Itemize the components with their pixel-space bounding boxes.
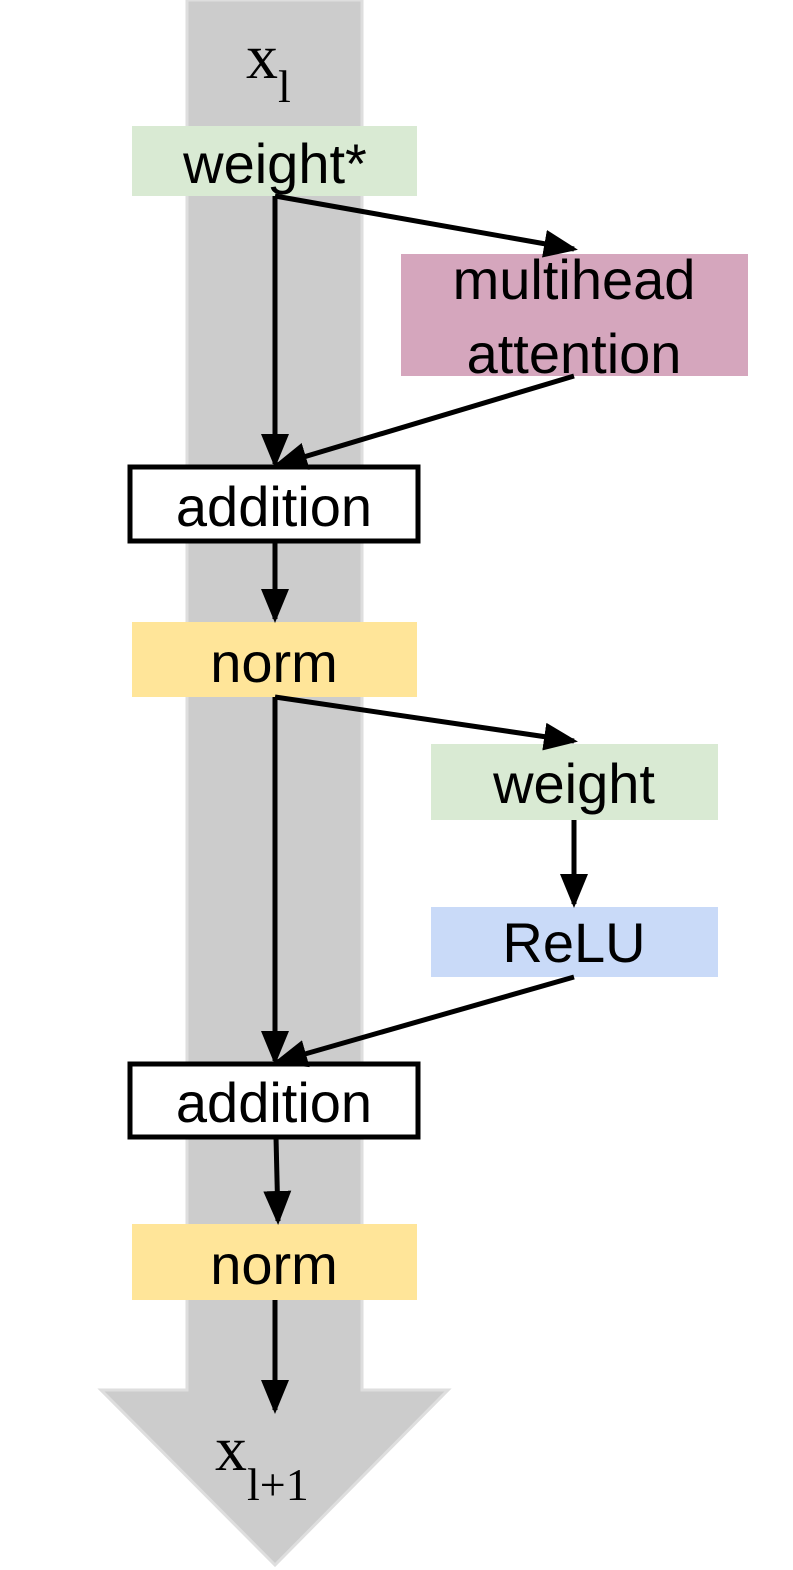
node-multihead-attention: multihead attention (401, 248, 748, 385)
node-relu-label: ReLU (502, 911, 645, 974)
node-weight-star-label: weight* (182, 132, 367, 195)
node-norm-2-label: norm (210, 1233, 338, 1296)
node-multihead-attention-line2: attention (467, 322, 682, 385)
edge-norm-1-to-weight (274, 694, 578, 751)
input-label-sub: l (278, 61, 291, 112)
node-norm-1-label: norm (210, 631, 338, 694)
node-norm-1: norm (132, 622, 417, 697)
edge-relu-to-addition-2 (273, 974, 575, 1068)
edge-attention-to-addition-1 (273, 373, 575, 470)
node-addition-1-label: addition (176, 475, 372, 538)
node-norm-2: norm (132, 1224, 417, 1300)
input-label-main: x (246, 21, 278, 92)
input-label: xl (246, 21, 291, 112)
edge-addition-2-to-norm-2 (263, 1136, 292, 1225)
node-weight: weight (431, 744, 718, 820)
node-weight-star: weight* (132, 126, 417, 196)
node-weight-label: weight (492, 752, 655, 815)
node-addition-2-label: addition (176, 1071, 372, 1134)
node-addition-2: addition (127, 1061, 421, 1140)
edge-weight-star-to-attention (274, 193, 578, 258)
node-relu: ReLU (431, 907, 718, 977)
output-label: xl+1 (215, 1413, 309, 1510)
output-label-main: x (215, 1413, 247, 1484)
node-addition-1: addition (127, 464, 421, 544)
output-label-sub: l+1 (247, 1459, 309, 1510)
node-multihead-attention-line1: multihead (453, 248, 696, 311)
